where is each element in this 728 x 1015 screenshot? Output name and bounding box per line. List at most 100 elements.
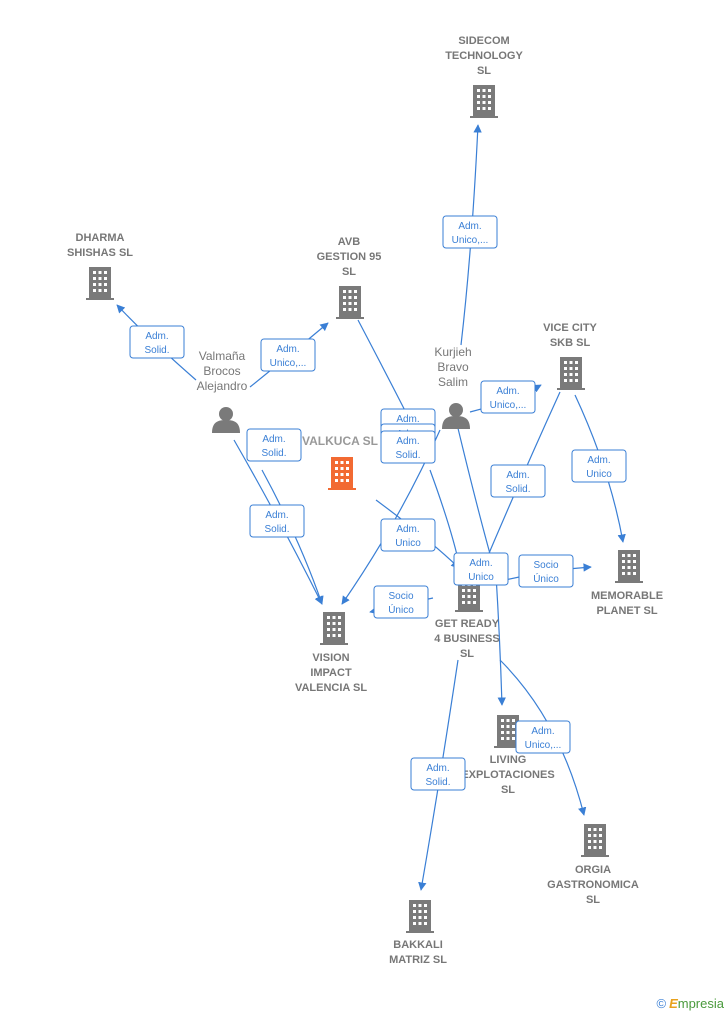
person-icon bbox=[442, 403, 470, 429]
edge-label-text: Solid. bbox=[505, 484, 530, 495]
company-building-icon bbox=[86, 267, 114, 300]
node-label-line: IMPACT bbox=[310, 667, 352, 679]
edge-label-box bbox=[453, 552, 509, 586]
person-icon bbox=[212, 407, 240, 433]
node-label-line: SIDECOM bbox=[458, 35, 509, 47]
edge-label-text: Solid. bbox=[264, 524, 289, 535]
edge-label-box bbox=[518, 554, 574, 588]
edge-label-text: Solid. bbox=[144, 345, 169, 356]
edge-label-text: Adm. bbox=[496, 386, 519, 397]
node-label-line: ORGIA bbox=[575, 864, 611, 876]
edge-label-box bbox=[571, 449, 627, 483]
copyright-symbol: © bbox=[656, 996, 667, 1011]
edge-label-text: Adm. bbox=[587, 455, 610, 466]
edge-label-e16[interactable]: Adm.Unico,... bbox=[515, 720, 571, 754]
edge-label-e2[interactable]: Adm. Solid. bbox=[129, 325, 185, 359]
edge-label-box bbox=[490, 464, 546, 498]
edge-label-text: Adm. bbox=[396, 414, 419, 425]
edge-label-text: Adm. bbox=[469, 558, 492, 569]
edge-label-e8[interactable]: Adm.Solid. bbox=[380, 430, 436, 464]
edge-label-box bbox=[129, 325, 185, 359]
edge-label-e6[interactable]: Adm. Unico,... bbox=[480, 380, 536, 414]
edge-label-e12[interactable]: Adm. Unico bbox=[571, 449, 627, 483]
edge-label-text: Único bbox=[533, 572, 559, 585]
edge-label-box bbox=[410, 757, 466, 791]
edge-label-e1[interactable]: Adm.Unico,... bbox=[442, 215, 498, 249]
node-label-line: 4 BUSINESS bbox=[434, 633, 499, 645]
company-building-icon bbox=[336, 286, 364, 319]
edge-label-e17[interactable]: Adm. Solid. bbox=[410, 757, 466, 791]
node-label-line: VISION bbox=[312, 652, 349, 664]
node-label-line: EXPLOTACIONES bbox=[461, 769, 554, 781]
node-label-line: GASTRONOMICA bbox=[547, 879, 639, 891]
node-label-line: SHISHAS SL bbox=[67, 247, 133, 259]
edge-label-text: Unico bbox=[468, 572, 494, 583]
edge-label-e14[interactable]: Adm. Unico bbox=[453, 552, 509, 586]
edge-label-e9[interactable]: Adm.Solid. bbox=[249, 504, 305, 538]
node-label-line: Valmaña bbox=[199, 349, 246, 363]
brand-initial: E bbox=[669, 996, 678, 1011]
company-building-icon bbox=[557, 357, 585, 390]
edge-label-text: Adm. bbox=[276, 344, 299, 355]
edge-label-text: Adm. bbox=[396, 436, 419, 447]
edge-label-text: Adm. bbox=[426, 763, 449, 774]
node-label-line: Kurjieh bbox=[434, 345, 471, 359]
company-building-icon bbox=[320, 612, 348, 645]
node-bakkali[interactable]: BAKKALI MATRIZ SL bbox=[389, 900, 447, 966]
node-label-line: SL bbox=[501, 784, 515, 796]
edge-label-text: Unico bbox=[586, 469, 612, 480]
edge-label-text: Adm. bbox=[458, 221, 481, 232]
edge-label-text: Solid. bbox=[425, 777, 450, 788]
edge-label-text: Unico,... bbox=[490, 400, 527, 411]
edge-label-e10[interactable]: Adm.Unico bbox=[380, 518, 436, 552]
company-building-icon bbox=[615, 550, 643, 583]
node-label-line: Brocos bbox=[203, 364, 240, 378]
node-label-line: SL bbox=[342, 266, 356, 278]
edge-label-text: Unico,... bbox=[525, 740, 562, 751]
node-label-line: Bravo bbox=[437, 360, 469, 374]
edge-label-text: Adm. bbox=[262, 434, 285, 445]
node-valkuca[interactable]: VALKUCA SL bbox=[302, 434, 378, 490]
node-label-line: MEMORABLE bbox=[591, 590, 663, 602]
edge-label-box bbox=[380, 430, 436, 464]
edge-label-e3[interactable]: Adm.Unico,... bbox=[260, 338, 316, 372]
edge-label-box bbox=[260, 338, 316, 372]
node-label-line: SL bbox=[460, 648, 474, 660]
node-label-line: BAKKALI bbox=[393, 939, 443, 951]
edge-label-e11[interactable]: Adm. Solid. bbox=[490, 464, 546, 498]
edge-label-text: Unico bbox=[395, 538, 421, 549]
company-building-icon bbox=[581, 824, 609, 857]
node-label-line: SL bbox=[586, 894, 600, 906]
node-label-line: LIVING bbox=[490, 754, 527, 766]
edge-label-box bbox=[442, 215, 498, 249]
edge-label-text: Socio bbox=[533, 560, 558, 571]
node-label-line: MATRIZ SL bbox=[389, 954, 447, 966]
node-label-line: Salim bbox=[438, 375, 468, 389]
company-building-icon bbox=[406, 900, 434, 933]
edge-label-box bbox=[373, 585, 429, 619]
node-label-line: TECHNOLOGY bbox=[445, 50, 523, 62]
empresia-watermark: ©Empresia bbox=[656, 996, 724, 1011]
node-living[interactable]: LIVING EXPLOTACIONES SL bbox=[461, 715, 555, 796]
node-label-line: AVB bbox=[338, 236, 360, 248]
edge-label-text: Solid. bbox=[261, 448, 286, 459]
edge-label-box bbox=[380, 518, 436, 552]
node-label-line: SKB SL bbox=[550, 337, 591, 349]
node-orgia[interactable]: ORGIA GASTRONOMICA SL bbox=[547, 824, 639, 906]
edge-label-text: Adm. bbox=[506, 470, 529, 481]
edge-label-e5[interactable]: Adm. Solid. bbox=[246, 428, 302, 462]
edge-label-text: Adm. bbox=[145, 331, 168, 342]
edge-line-e9 bbox=[261, 469, 324, 605]
